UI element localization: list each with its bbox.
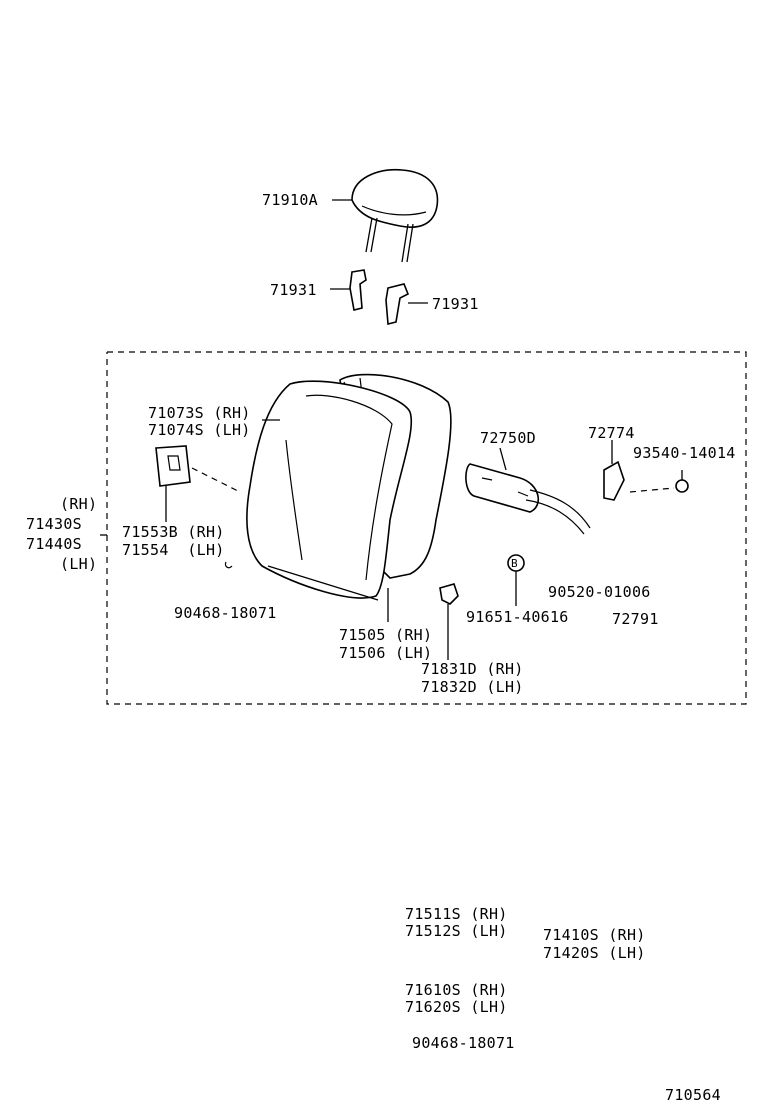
- label-hog-ring-bottom: 90468-18071: [412, 1034, 515, 1052]
- label-side-cover-rh: 71553B (RH): [122, 523, 225, 541]
- label-guide-lh: 71832D (LH): [421, 678, 524, 696]
- label-headrest: 71910A: [262, 191, 318, 209]
- lumbar-pad: [465, 447, 591, 535]
- label-back-assy-rh: 71430S: [26, 515, 82, 533]
- label-back-cover-lh: 71074S (LH): [148, 421, 251, 439]
- screw-part: [629, 470, 689, 493]
- label-support-right: 71931: [432, 295, 479, 313]
- label-back-assy-lh: 71440S: [26, 535, 82, 553]
- label-back-pad-rh: 71505 (RH): [339, 626, 433, 644]
- headrest-part: [332, 168, 439, 263]
- side-cover: [155, 445, 241, 522]
- label-lumbar-knob: 72774: [588, 424, 635, 442]
- label-lumbar-pad: 72750D: [480, 429, 536, 447]
- seatback-cover: [246, 380, 413, 601]
- label-cushion-frame-lh: 71620S (LH): [405, 998, 508, 1016]
- label-back-pad-lh: 71506 (LH): [339, 644, 433, 662]
- seatback-assembly-box: [100, 351, 747, 705]
- label-pin: 90520-01006: [548, 583, 651, 601]
- label-clip-marker: B: [511, 557, 518, 570]
- label-lever: 72791: [612, 610, 659, 628]
- label-figure-code: 710564: [665, 1086, 721, 1104]
- clip-marker: [507, 554, 525, 606]
- label-screw: 93540-14014: [633, 444, 736, 462]
- label-side-cover-lh: 71554 (LH): [122, 541, 225, 559]
- label-hog-ring-top: 90468-18071: [174, 604, 277, 622]
- hog-ring-top: [224, 561, 233, 569]
- label-back-assy-rh-tag: (RH): [60, 495, 98, 513]
- label-cushion-cover-lh: 71512S (LH): [405, 922, 508, 940]
- label-cushion-assy-rh: 71410S (RH): [543, 926, 646, 944]
- label-cushion-assy-lh: 71420S (LH): [543, 944, 646, 962]
- label-guide-rh: 71831D (RH): [421, 660, 524, 678]
- label-cushion-cover-rh: 71511S (RH): [405, 905, 508, 923]
- headrest-guide: [439, 583, 459, 660]
- lumbar-knob: [603, 440, 625, 501]
- label-back-assy-lh-tag: (LH): [60, 555, 98, 573]
- label-clip: 91651-40616: [466, 608, 569, 626]
- headrest-support-parts: [330, 269, 428, 326]
- label-support-left: 71931: [270, 281, 317, 299]
- label-cushion-frame-rh: 71610S (RH): [405, 981, 508, 999]
- label-back-cover-rh: 71073S (RH): [148, 404, 251, 422]
